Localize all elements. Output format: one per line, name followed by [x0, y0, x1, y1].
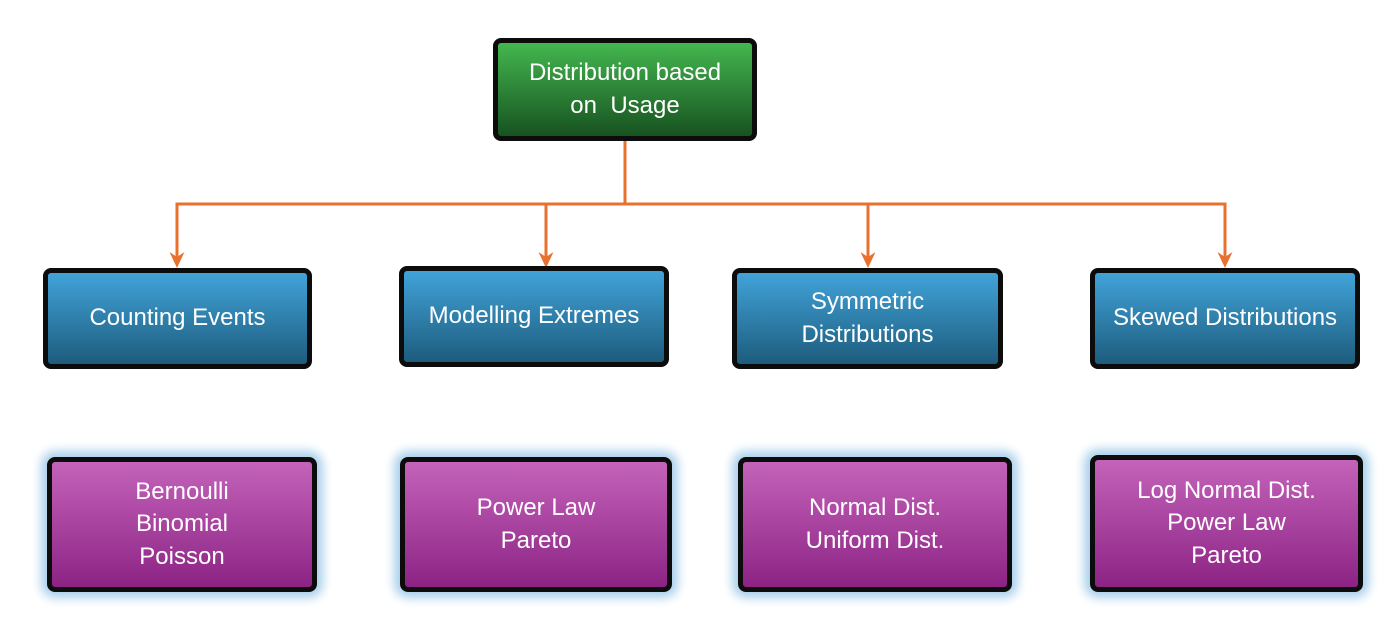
arrowhead-icon	[1217, 252, 1233, 268]
leaf-node-modelling-extremes-items: Power Law Pareto	[400, 457, 672, 592]
category-node-symmetric-distributions: Symmetric Distributions	[732, 268, 1003, 369]
category-node-skewed-distributions: Skewed Distributions	[1090, 268, 1360, 369]
category-label: Symmetric Distributions	[801, 288, 934, 348]
category-label: Skewed Distributions	[1112, 304, 1338, 332]
leaf-label: Log Normal Dist. Power Law Pareto	[1137, 476, 1316, 569]
leaf-label: Normal Dist. Uniform Dist.	[805, 494, 945, 554]
category-node-counting-events: Counting Events	[43, 268, 312, 369]
connector-branch-symmetric-distributions	[860, 202, 876, 268]
leaf-node-skewed-distributions-items: Log Normal Dist. Power Law Pareto	[1090, 455, 1363, 592]
connector-branch-skewed-distributions	[1217, 202, 1233, 268]
connector-branch-counting-events	[169, 202, 185, 268]
connector-branch-modelling-extremes	[538, 202, 554, 268]
category-label: Modelling Extremes	[428, 302, 640, 330]
leaf-node-counting-events-items: Bernoulli Binomial Poisson	[47, 457, 317, 592]
leaf-label: Bernoulli Binomial Poisson	[135, 477, 229, 570]
arrowhead-icon	[860, 252, 876, 268]
leaf-label: Power Law Pareto	[476, 494, 596, 554]
category-label: Counting Events	[89, 304, 266, 332]
root-node: Distribution based on Usage	[493, 38, 757, 141]
category-node-modelling-extremes: Modelling Extremes	[399, 266, 669, 367]
root-node-label: Distribution based on Usage	[528, 59, 722, 119]
arrowhead-icon	[169, 252, 185, 268]
leaf-node-symmetric-distributions-items: Normal Dist. Uniform Dist.	[738, 457, 1012, 592]
